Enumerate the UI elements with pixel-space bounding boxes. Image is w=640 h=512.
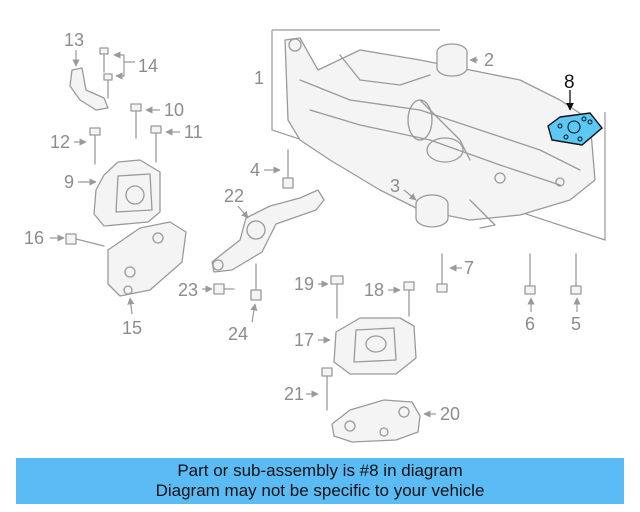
highlighted-plate-part-8 <box>547 90 603 146</box>
callout-18: 18 <box>364 280 384 300</box>
callout-19: 19 <box>294 274 314 294</box>
callout-1: 1 <box>254 68 264 88</box>
callout-12: 12 <box>50 132 70 152</box>
bolt-part-11 <box>150 125 180 163</box>
bolt-part-18 <box>388 281 415 317</box>
bolt-part-23 <box>202 283 235 295</box>
bracket-part-15 <box>107 221 187 315</box>
bushing-part-2 <box>436 43 478 77</box>
bolt-part-16 <box>50 233 105 247</box>
callout-24: 24 <box>228 324 248 344</box>
callout-11: 11 <box>184 122 203 142</box>
callout-9: 9 <box>64 172 74 192</box>
parts-diagram: 1 2 3 4 5 6 7 8 9 10 11 12 13 14 15 16 1… <box>24 29 606 443</box>
callout-20: 20 <box>440 404 460 424</box>
banner-line-1: Part or sub-assembly is #8 in diagram <box>177 461 463 480</box>
bolt-part-24 <box>250 263 262 323</box>
callout-5: 5 <box>571 314 581 334</box>
bolt-part-7 <box>436 253 462 293</box>
callout-8: 8 <box>564 72 575 93</box>
callout-6: 6 <box>525 314 535 334</box>
bolt-part-21 <box>306 367 333 411</box>
torque-rod-part-22 <box>211 189 325 273</box>
transmission-mount-part-17 <box>318 317 417 375</box>
callout-15: 15 <box>122 318 142 338</box>
bolt-part-6 <box>524 253 536 312</box>
info-banner: Part or sub-assembly is #8 in diagram Di… <box>16 458 624 504</box>
subframe-assembly <box>271 29 606 241</box>
callout-16: 16 <box>24 228 44 248</box>
bolt-part-12 <box>74 127 101 165</box>
callout-14: 14 <box>138 56 158 76</box>
bolt-part-5 <box>570 253 582 312</box>
callout-10: 10 <box>164 100 184 120</box>
callout-17: 17 <box>294 330 314 350</box>
bolt-part-4 <box>264 149 294 189</box>
bracket-part-13 <box>69 50 109 111</box>
bushing-part-3 <box>403 189 449 228</box>
bolts-part-14 <box>99 47 135 99</box>
callout-13: 13 <box>64 30 84 50</box>
callout-4: 4 <box>250 160 260 180</box>
callout-23: 23 <box>178 280 198 300</box>
bolt-part-10 <box>130 103 160 139</box>
engine-mount-part-9 <box>78 159 161 227</box>
callout-22: 22 <box>224 186 244 206</box>
bolt-part-19 <box>318 275 344 319</box>
callout-3: 3 <box>390 176 400 196</box>
callout-7: 7 <box>464 258 474 278</box>
bracket-part-20 <box>331 399 436 443</box>
banner-line-2: Diagram may not be specific to your vehi… <box>155 481 485 500</box>
callout-2: 2 <box>484 50 494 70</box>
callout-21: 21 <box>284 384 304 404</box>
